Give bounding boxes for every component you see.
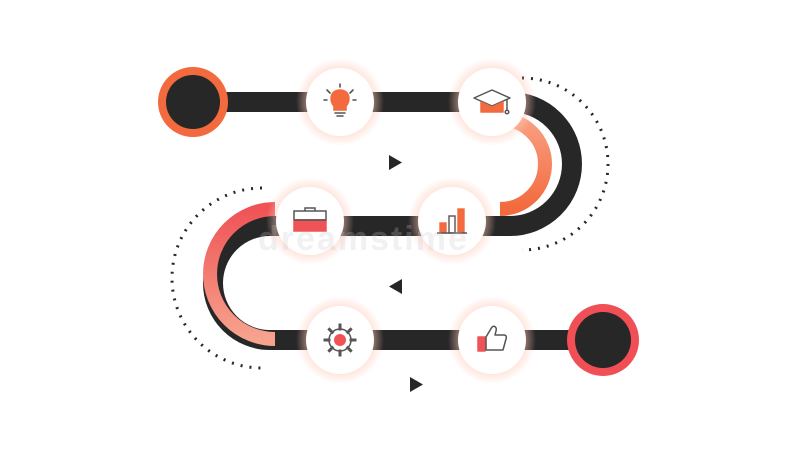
bar-chart-icon bbox=[437, 208, 467, 234]
step-node bbox=[448, 296, 536, 384]
direction-arrows bbox=[389, 155, 423, 392]
track bbox=[185, 92, 610, 353]
end-terminal bbox=[567, 304, 639, 376]
arrow-right-1 bbox=[389, 155, 402, 170]
thumbs-up-icon bbox=[477, 325, 508, 352]
briefcase-icon bbox=[293, 207, 327, 232]
step-node bbox=[266, 177, 354, 265]
arrow-left bbox=[389, 279, 402, 294]
graduation-cap-icon bbox=[473, 89, 511, 115]
arrow-right-2 bbox=[410, 377, 423, 392]
step-node bbox=[408, 177, 496, 265]
track-band-left-curve bbox=[203, 202, 276, 346]
step-node bbox=[296, 296, 384, 384]
start-terminal bbox=[158, 67, 228, 137]
lightbulb-icon bbox=[323, 83, 357, 117]
step-node bbox=[296, 58, 384, 146]
gear-icon bbox=[323, 323, 357, 357]
step-node bbox=[448, 58, 536, 146]
